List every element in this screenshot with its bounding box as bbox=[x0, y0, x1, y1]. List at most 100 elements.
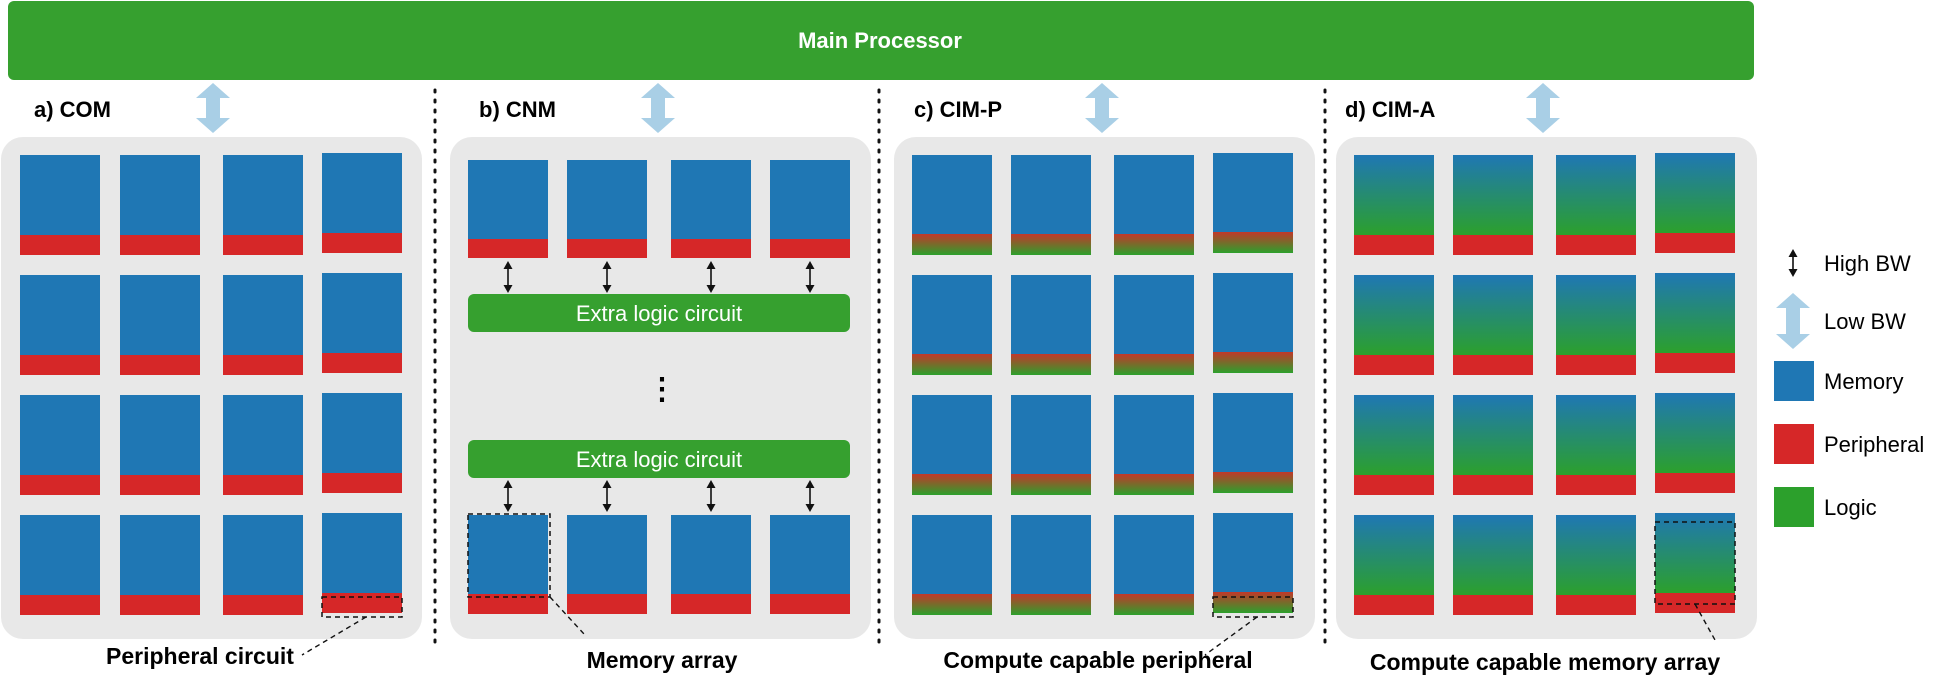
ellipsis-icon: ⋮ bbox=[647, 373, 677, 406]
memory-block bbox=[912, 155, 992, 234]
compute-peripheral-strip bbox=[1114, 474, 1194, 495]
compute-peripheral-strip bbox=[1114, 354, 1194, 375]
peripheral-strip bbox=[322, 473, 402, 493]
memory-tile bbox=[1655, 393, 1735, 493]
memory-block bbox=[120, 275, 200, 355]
high-bw-arrow-head bbox=[503, 261, 513, 269]
high-bw-arrow-icon bbox=[706, 261, 716, 293]
memory-block bbox=[20, 155, 100, 235]
memory-block bbox=[1011, 515, 1091, 594]
memory-block bbox=[671, 515, 751, 594]
low-bw-arrow-icon bbox=[1085, 83, 1119, 133]
peripheral-strip bbox=[1453, 595, 1533, 615]
peripheral-strip bbox=[120, 475, 200, 495]
compute-memory-block bbox=[1354, 515, 1434, 595]
compute-memory-block bbox=[1655, 153, 1735, 233]
memory-tile bbox=[20, 275, 100, 375]
memory-block bbox=[120, 155, 200, 235]
memory-tile bbox=[671, 160, 751, 258]
memory-block bbox=[1114, 515, 1194, 594]
compute-peripheral-strip bbox=[912, 354, 992, 375]
memory-block bbox=[912, 395, 992, 474]
high-bw-arrow-head bbox=[602, 480, 612, 488]
memory-tile bbox=[20, 155, 100, 255]
compute-memory-block bbox=[1655, 513, 1735, 593]
peripheral-strip bbox=[1354, 595, 1434, 615]
memory-tile bbox=[912, 275, 992, 375]
low-bw-arrow-shape bbox=[1526, 83, 1560, 133]
high-bw-arrow-head bbox=[706, 504, 716, 512]
compute-memory-block bbox=[1655, 273, 1735, 353]
memory-tile bbox=[1556, 275, 1636, 375]
logic-circuit-bottom: Extra logic circuit bbox=[468, 440, 850, 478]
high-bw-arrow-icon bbox=[503, 480, 513, 512]
peripheral-strip bbox=[1556, 475, 1636, 495]
memory-tile bbox=[322, 153, 402, 253]
memory-tile bbox=[1655, 153, 1735, 253]
logic-circuit-top: Extra logic circuit bbox=[468, 294, 850, 332]
memory-block bbox=[322, 273, 402, 353]
memory-tile bbox=[1011, 275, 1091, 375]
high-bw-arrow-head bbox=[805, 261, 815, 269]
compute-peripheral-strip bbox=[1114, 594, 1194, 615]
high-bw-arrow-icon bbox=[706, 480, 716, 512]
memory-tile bbox=[567, 515, 647, 614]
memory-block bbox=[1011, 275, 1091, 354]
memory-block bbox=[770, 515, 850, 594]
memory-tile bbox=[1453, 395, 1533, 495]
peripheral-strip bbox=[1556, 595, 1636, 615]
high-bw-arrow-head bbox=[805, 285, 815, 293]
legend-label: Low BW bbox=[1824, 309, 1906, 334]
memory-block bbox=[322, 153, 402, 233]
memory-block bbox=[120, 515, 200, 595]
peripheral-strip bbox=[20, 355, 100, 375]
memory-tile bbox=[1213, 393, 1293, 493]
compute-memory-block bbox=[1453, 515, 1533, 595]
low-bw-arrow-shape bbox=[1776, 293, 1810, 349]
memory-tile bbox=[322, 393, 402, 493]
memory-tile bbox=[20, 395, 100, 495]
high-bw-arrow-head bbox=[602, 504, 612, 512]
compute-memory-block bbox=[1556, 155, 1636, 235]
peripheral-strip bbox=[1655, 353, 1735, 373]
legend-item-high_bw: High BW bbox=[1788, 249, 1911, 277]
memory-block bbox=[120, 395, 200, 475]
peripheral-strip bbox=[1655, 473, 1735, 493]
highlight-box bbox=[1212, 596, 1294, 618]
memory-tile bbox=[1655, 513, 1735, 613]
low-bw-arrow-icon bbox=[1776, 293, 1810, 349]
panel-caption: Memory array bbox=[587, 647, 738, 673]
memory-tile bbox=[223, 395, 303, 495]
peripheral-strip bbox=[223, 475, 303, 495]
legend-label: Logic bbox=[1824, 495, 1877, 520]
peripheral-strip bbox=[322, 593, 402, 613]
high-bw-arrow-icon bbox=[805, 480, 815, 512]
low-bw-arrow-shape bbox=[196, 83, 230, 133]
high-bw-arrow-head bbox=[706, 285, 716, 293]
memory-tile bbox=[1556, 515, 1636, 615]
leader-line bbox=[301, 616, 367, 656]
memory-tile bbox=[1453, 275, 1533, 375]
compute-memory-block bbox=[1354, 155, 1434, 235]
peripheral-strip bbox=[1354, 475, 1434, 495]
memory-tile bbox=[1213, 153, 1293, 253]
memory-block bbox=[1114, 155, 1194, 234]
peripheral-strip bbox=[1354, 235, 1434, 255]
memory-tile bbox=[322, 273, 402, 373]
peripheral-strip bbox=[468, 594, 548, 614]
memory-tile bbox=[223, 515, 303, 615]
logic-bar bbox=[468, 440, 850, 478]
memory-tile bbox=[223, 275, 303, 375]
memory-block bbox=[20, 395, 100, 475]
low-bw-arrow-icon bbox=[1526, 83, 1560, 133]
memory-block bbox=[1011, 155, 1091, 234]
compute-peripheral-strip bbox=[1114, 234, 1194, 255]
memory-tile bbox=[120, 275, 200, 375]
memory-tile bbox=[468, 160, 548, 258]
peripheral-strip bbox=[1655, 593, 1735, 613]
peripheral-strip bbox=[322, 353, 402, 373]
